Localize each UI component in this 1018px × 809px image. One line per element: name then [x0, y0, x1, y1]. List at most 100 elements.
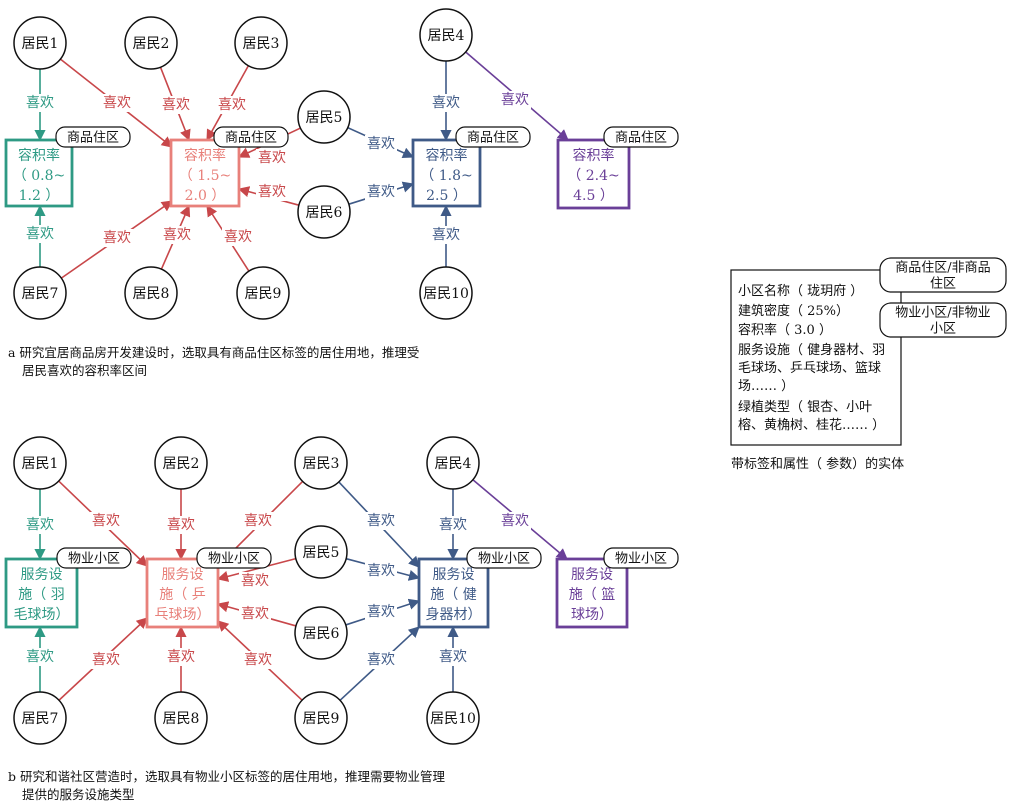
panel-b-tag-label-2: 物业小区 — [208, 552, 260, 567]
panel-b-attribute-box-3-line-3: 身器材） — [426, 607, 482, 623]
panel-b-resident-label-4: 居民4 — [435, 456, 472, 472]
panel-a-resident-node-10 — [419, 266, 473, 320]
panel-a-resident-label-5: 居民5 — [306, 110, 343, 126]
panel-a-attribute-box-4-line-1: 容积率 — [573, 147, 615, 164]
panel-a-attribute-box-1-line-3: 1.2 ） — [19, 188, 60, 204]
panel-b-resident-node-4 — [426, 436, 480, 490]
panel-a-tag-label-3: 商品住区 — [467, 131, 519, 146]
panel-b-tag-2 — [196, 547, 272, 569]
panel-a-resident-node-1 — [13, 16, 67, 70]
panel-a-attribute-box-2-line-3: 2.0 ） — [185, 188, 226, 204]
panel-a-caption-line1: a 研究宜居商品房开发建设时，选取具有商品住区标签的居住用地，推理受 — [8, 345, 419, 360]
panel-b-tag-label-4: 物业小区 — [615, 552, 667, 567]
panel-b-attribute-box-3 — [417, 557, 490, 629]
panel-a-resident-label-7: 居民7 — [22, 286, 59, 302]
legend-tag-property — [879, 302, 1007, 338]
panel-b-service-facility-graph: 喜欢喜欢喜欢喜欢喜欢喜欢喜欢喜欢喜欢喜欢喜欢喜欢喜欢喜欢喜欢喜欢喜欢服务设施（ … — [4, 436, 679, 745]
panel-b-edge-label: 喜欢 — [26, 517, 54, 533]
panel-a-edge-label-bg-10 — [256, 183, 288, 201]
panel-b-edge-label-bg-8 — [90, 651, 122, 669]
panel-b-attribute-box-2-line-3: 乓球场） — [155, 607, 211, 623]
panel-b-edge-label: 喜欢 — [167, 517, 195, 533]
legend-line-name: 小区名称（ 珑玥府 ） — [738, 283, 863, 299]
panel-a-attribute-box-3 — [411, 138, 482, 208]
panel-a-resident-node-6 — [297, 185, 351, 239]
panel-a-attribute-box-2-line-1: 容积率 — [184, 147, 226, 164]
panel-b-edge-label: 喜欢 — [167, 649, 195, 665]
panel-a-caption-line2: 居民喜欢的容积率区间 — [22, 363, 147, 378]
panel-b-attribute-box-2-line-2: 施（ 乒 — [159, 587, 205, 603]
panel-b-resident-node-6 — [294, 606, 348, 660]
panel-a-edge-label: 喜欢 — [258, 184, 286, 200]
panel-a-attribute-box-3-line-1: 容积率 — [426, 147, 468, 164]
panel-a-edge-label: 喜欢 — [367, 136, 395, 152]
panel-a-tag-2 — [213, 126, 289, 148]
panel-a-attribute-box-2 — [169, 138, 241, 208]
panel-b-attribute-box-4-line-3: 球场） — [571, 607, 613, 623]
panel-b-attribute-box-4 — [555, 557, 629, 629]
panel-a-floor-area-ratio-graph: 喜欢喜欢喜欢喜欢喜欢喜欢喜欢喜欢喜欢喜欢喜欢喜欢喜欢喜欢喜欢容积率（ 0.8~1… — [4, 8, 679, 320]
panel-b-attribute-box-1 — [4, 557, 79, 629]
panel-b-resident-node-7 — [13, 691, 67, 745]
panel-a-edge-label: 喜欢 — [432, 95, 460, 111]
panel-a-edge-label: 喜欢 — [367, 184, 395, 200]
panel-b-resident-label-8: 居民8 — [163, 711, 200, 727]
panel-a-tag-4 — [603, 126, 679, 148]
panel-a-edge-label: 喜欢 — [163, 227, 191, 243]
panel-a-resident-label-4: 居民4 — [428, 28, 465, 44]
legend-tag-commercial-line1: 商品住区/非商品 — [895, 261, 990, 276]
panel-b-attribute-box-1-line-3: 毛球场） — [14, 607, 70, 623]
panel-a-resident-node-7 — [13, 266, 67, 320]
panel-b-edge-label-bg-14 — [365, 651, 397, 669]
panel-b-resident-label-5: 居民5 — [303, 545, 340, 561]
panel-b-attribute-box-4-line-2: 施（ 篮 — [569, 587, 615, 603]
panel-b-edge-label-bg-2 — [24, 648, 56, 666]
panel-a-edge-label-bg-2 — [24, 225, 56, 243]
panel-a-resident-node-3 — [234, 16, 288, 70]
panel-b-tag-label-3: 物业小区 — [478, 552, 530, 567]
panel-a-tag-1 — [55, 126, 131, 148]
panel-a-resident-label-10: 居民10 — [423, 286, 469, 302]
panel-b-edge-label-bg-16 — [437, 648, 469, 666]
panel-a-attribute-box-3-line-2: （ 1.8~ — [420, 168, 472, 184]
panel-a-edge-label-bg-1 — [24, 94, 56, 112]
panel-a-edge-label-bg-14 — [430, 226, 462, 244]
panel-b-edge-label-bg-1 — [24, 516, 56, 534]
panel-b-edge-label: 喜欢 — [501, 513, 529, 529]
panel-b-attribute-box-4-line-1: 服务设 — [571, 567, 613, 583]
panel-a-resident-label-3: 居民3 — [243, 36, 280, 52]
panel-b-edge-label: 喜欢 — [241, 606, 269, 622]
panel-b-edge-label-bg-10 — [242, 651, 274, 669]
legend-tag-property-line2: 小区 — [930, 322, 956, 337]
panel-a-attribute-box-2-line-2: （ 1.5~ — [179, 168, 231, 184]
panel-b-resident-node-3 — [294, 436, 348, 490]
panel-b-edge-label: 喜欢 — [367, 604, 395, 620]
panel-a-edge-label: 喜欢 — [103, 95, 131, 111]
panel-a-tag-3 — [455, 126, 531, 148]
panel-a-resident-node-2 — [124, 16, 178, 70]
panel-b-edge-label: 喜欢 — [241, 573, 269, 589]
panel-a-resident-label-9: 居民9 — [245, 286, 282, 302]
legend-line-facility-3: 场…… ） — [738, 379, 794, 394]
panel-a-edge-label-bg-8 — [222, 228, 254, 246]
panel-b-tag-label-1: 物业小区 — [68, 552, 120, 567]
panel-b-resident-label-9: 居民9 — [303, 711, 340, 727]
panel-b-resident-node-2 — [154, 436, 208, 490]
panel-a-edge-label-bg-7 — [101, 229, 133, 247]
legend-line-density: 建筑密度（ 25%） — [738, 303, 849, 319]
panel-a-edge-label: 喜欢 — [432, 227, 460, 243]
panel-a-edge-label: 喜欢 — [162, 97, 190, 113]
legend-caption: 带标签和属性（ 参数）的实体 — [731, 456, 904, 472]
panel-b-edge-label-bg-3 — [90, 512, 122, 530]
panel-a-edge-label-bg-11 — [365, 135, 397, 153]
panel-a-resident-node-8 — [124, 266, 178, 320]
panel-a-resident-label-2: 居民2 — [133, 36, 170, 52]
panel-a-edge-label: 喜欢 — [224, 229, 252, 245]
panel-b-edge-label: 喜欢 — [439, 517, 467, 533]
panel-b-resident-node-1 — [13, 436, 67, 490]
panel-b-edge-label-bg-12 — [365, 562, 397, 580]
panel-a-edge-label-bg-12 — [365, 183, 397, 201]
panel-b-resident-node-9 — [294, 691, 348, 745]
panel-a-edge-label-bg-6 — [161, 226, 193, 244]
